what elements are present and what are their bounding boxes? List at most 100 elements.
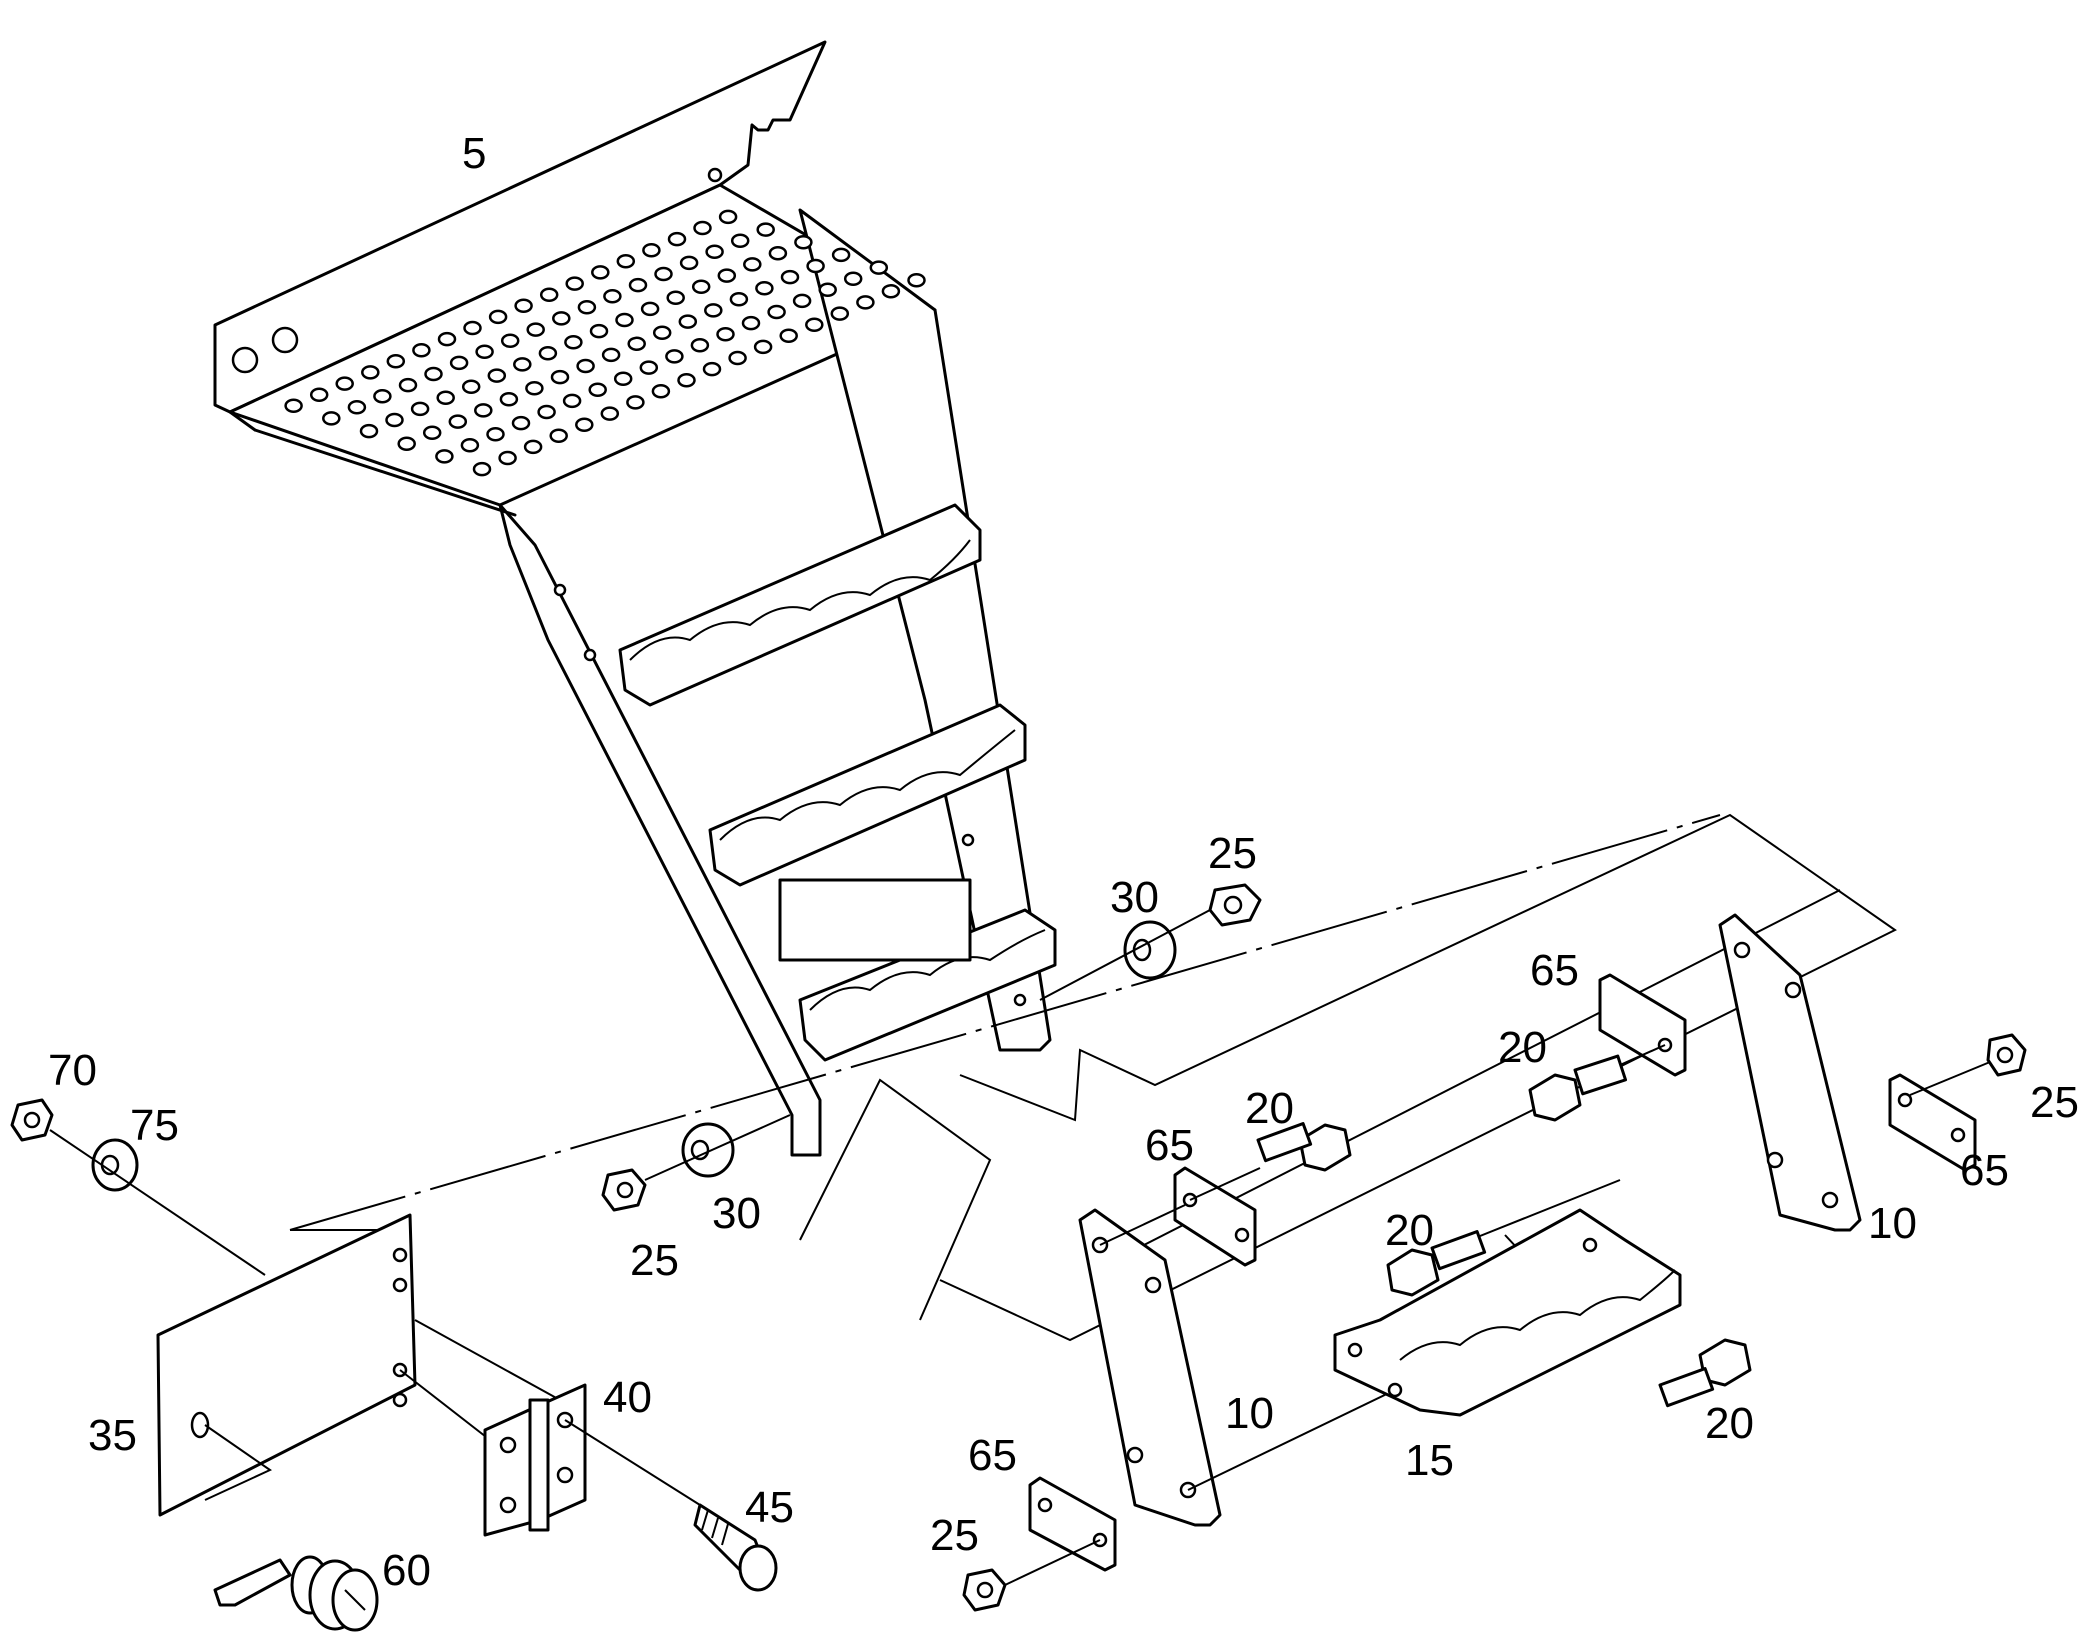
tread-hole bbox=[576, 358, 595, 374]
tread-hole bbox=[513, 357, 532, 372]
tread-hole bbox=[615, 312, 634, 328]
tread-hole bbox=[753, 339, 773, 355]
fastener-axis bbox=[49, 1129, 266, 1276]
tread-hole bbox=[601, 347, 621, 363]
tread-hole bbox=[359, 423, 379, 439]
tread-hole bbox=[461, 379, 481, 394]
panel-plate-35 bbox=[156, 1213, 417, 1517]
callout-65: 65 bbox=[1145, 1121, 1194, 1170]
nut-25-bottom bbox=[962, 1568, 1007, 1612]
tread-hole bbox=[500, 333, 520, 348]
callout-25: 25 bbox=[630, 1236, 679, 1285]
callout-75: 75 bbox=[130, 1101, 179, 1150]
callout-15: 15 bbox=[1405, 1436, 1454, 1485]
tread-hole bbox=[702, 361, 722, 377]
tread-hole bbox=[474, 403, 493, 418]
plate-65-bottom bbox=[1028, 1476, 1117, 1572]
tread-hole bbox=[705, 244, 724, 260]
tread-hole bbox=[642, 242, 661, 258]
ladder-assembly bbox=[213, 40, 1057, 1157]
tread-hole bbox=[651, 384, 671, 399]
assembly-guide-lines bbox=[289, 813, 1897, 1342]
bolt-20-lower-right bbox=[1658, 1338, 1752, 1408]
tread-hole bbox=[704, 303, 723, 318]
tread-hole bbox=[410, 401, 430, 417]
tread-hole bbox=[667, 231, 687, 247]
tread-hole bbox=[741, 315, 761, 331]
tread-hole bbox=[550, 369, 570, 385]
fastener-axis bbox=[1099, 1204, 1186, 1246]
tread-hole bbox=[463, 320, 482, 336]
tread-hole bbox=[716, 326, 735, 342]
tread-hole bbox=[794, 234, 813, 250]
platform-edge-line bbox=[228, 410, 257, 432]
tread-hole bbox=[755, 280, 774, 296]
tread-hole bbox=[728, 350, 747, 366]
tread-hole bbox=[780, 269, 800, 285]
ladder-step-upper bbox=[618, 503, 982, 707]
fastener-axis bbox=[1187, 1389, 1396, 1491]
center-line bbox=[289, 814, 1721, 1231]
tread-hole bbox=[768, 246, 788, 261]
tread-hole bbox=[600, 406, 620, 421]
callout-20: 20 bbox=[1245, 1084, 1294, 1133]
callout-45: 45 bbox=[745, 1483, 794, 1532]
tread-hole bbox=[488, 309, 508, 325]
tread-hole bbox=[677, 372, 696, 388]
tread-hole bbox=[779, 328, 798, 344]
tread-hole bbox=[665, 349, 684, 364]
tread-hole bbox=[831, 247, 851, 263]
bracket-plate-10-right bbox=[1718, 913, 1862, 1232]
tread-hole bbox=[460, 438, 480, 453]
washer-75 bbox=[91, 1138, 139, 1192]
fastener-axis bbox=[1189, 1167, 1261, 1201]
tread-hole bbox=[856, 295, 875, 310]
tread-hole bbox=[616, 254, 636, 269]
nut-25-right bbox=[1986, 1033, 2027, 1077]
callout-10: 10 bbox=[1225, 1389, 1274, 1438]
tread-hole bbox=[743, 257, 762, 272]
tread-hole bbox=[691, 279, 711, 294]
tread-hole bbox=[639, 360, 659, 375]
guide-line bbox=[414, 1319, 561, 1401]
tread-hole bbox=[514, 298, 533, 314]
bolt-20-top bbox=[1528, 1054, 1628, 1122]
hinge-40 bbox=[483, 1383, 587, 1537]
tread-hole bbox=[436, 390, 455, 406]
tread-hole bbox=[717, 268, 737, 283]
bolt-hole-icon bbox=[553, 583, 567, 597]
tread-hole bbox=[805, 317, 824, 332]
ladder-stringer-left bbox=[498, 503, 822, 1157]
tread-hole bbox=[539, 287, 559, 302]
bolt-hole-icon bbox=[961, 833, 975, 847]
tread-hole bbox=[693, 220, 712, 236]
tread-hole bbox=[435, 449, 454, 464]
callout-20: 20 bbox=[1498, 1023, 1547, 1072]
guide-line bbox=[939, 813, 1897, 1342]
plate-65-middle bbox=[1173, 1166, 1257, 1267]
nut-70 bbox=[10, 1098, 54, 1142]
tread-hole bbox=[475, 344, 494, 360]
bolt-hole-icon bbox=[231, 346, 259, 374]
tread-hole bbox=[472, 461, 492, 477]
callout-30: 30 bbox=[712, 1189, 761, 1238]
bolt-hole-icon bbox=[707, 167, 723, 183]
tread-hole bbox=[830, 306, 850, 321]
plate-65-top bbox=[1598, 973, 1687, 1077]
tread-hole bbox=[640, 301, 660, 317]
tread-hole bbox=[626, 395, 645, 410]
fastener-axis bbox=[1004, 1539, 1101, 1586]
callout-40: 40 bbox=[603, 1373, 652, 1422]
tread-hole bbox=[564, 334, 583, 350]
bolt-20-lower-middle bbox=[1386, 1230, 1487, 1297]
tread-hole bbox=[565, 276, 584, 291]
tread-hole bbox=[499, 392, 519, 407]
tread-hole bbox=[730, 233, 750, 248]
tread-hole bbox=[792, 293, 812, 309]
callout-20: 20 bbox=[1385, 1206, 1434, 1255]
tread-hole bbox=[449, 355, 469, 371]
tread-hole bbox=[511, 415, 531, 431]
tread-hole bbox=[523, 439, 543, 455]
callout-35: 35 bbox=[88, 1411, 137, 1460]
tread-hole bbox=[575, 417, 594, 432]
